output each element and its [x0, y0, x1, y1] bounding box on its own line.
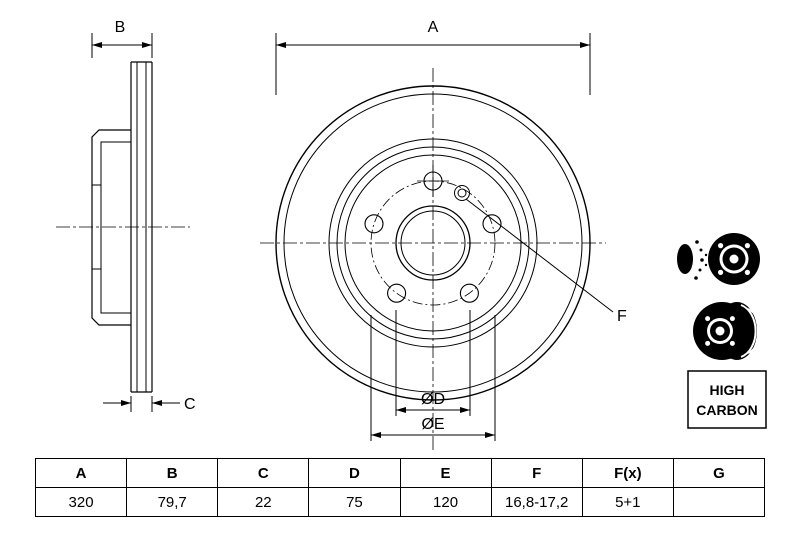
- dim-a-label: A: [428, 19, 439, 36]
- dim-b-label: B: [115, 19, 126, 36]
- dimension-d: ØD: [395, 310, 471, 416]
- col-header-c: C: [217, 458, 310, 488]
- disc-outer-chamfer-circle: [283, 93, 583, 393]
- col-header-d: D: [308, 458, 401, 488]
- col-header-fx: F(x): [581, 458, 674, 488]
- spray-dot: [694, 276, 698, 280]
- dim-d-arrow-right: [460, 407, 470, 413]
- coated-disc-spray-icon: [677, 233, 760, 285]
- table-header-row: A B C D E F F(x) G: [34, 458, 766, 488]
- technical-drawing: A B: [56, 19, 767, 450]
- dim-d-arrow-left: [396, 407, 406, 413]
- value-b: 79,7: [126, 487, 219, 517]
- brake-disc-icon: [693, 302, 764, 360]
- col-header-g: G: [672, 458, 766, 488]
- spray-dot: [695, 240, 699, 244]
- dim-c-arrow-right: [152, 400, 162, 406]
- dim-c-label: C: [184, 396, 196, 413]
- disc-rim: [717, 302, 757, 360]
- bolt-hole: [364, 214, 384, 234]
- hat-inner-outline: [100, 141, 131, 314]
- bolt-hole: [482, 214, 502, 234]
- value-a: 320: [34, 487, 128, 517]
- spray-dot: [700, 258, 704, 262]
- bolt-dot: [729, 340, 735, 346]
- bolt-dot: [729, 316, 735, 322]
- value-fx: 5+1: [581, 487, 674, 517]
- hub-outer-circle: [344, 154, 522, 332]
- dia-e-label: ØE: [421, 416, 444, 433]
- f-callout: F: [465, 198, 627, 325]
- dim-b-arrow-left: [92, 42, 102, 48]
- col-header-a: A: [34, 458, 128, 488]
- center-hole: [715, 326, 725, 336]
- dimension-table: A B C D E F F(x) G 320 79,7 22 75 120 16…: [34, 458, 766, 517]
- value-d: 75: [308, 487, 401, 517]
- bolt-hole: [387, 283, 407, 303]
- hat-outline: [91, 129, 131, 326]
- dimension-e: ØE: [370, 315, 496, 441]
- dim-c-arrow-left: [121, 400, 131, 406]
- dim-a-arrow-right: [580, 42, 590, 48]
- disc-bolt-dot: [718, 243, 724, 249]
- badge-line2: CARBON: [696, 402, 757, 418]
- f-label: F: [617, 308, 627, 325]
- spray-dot: [704, 263, 708, 267]
- value-e: 120: [399, 487, 492, 517]
- col-header-e: E: [399, 458, 492, 488]
- bolt-holes: [364, 165, 502, 303]
- dim-e-arrow-left: [371, 432, 381, 438]
- col-header-f: F: [490, 458, 583, 488]
- locating-pin-hole: [454, 185, 470, 201]
- vent-groove: [747, 308, 761, 354]
- disc-bolt-dot: [744, 243, 750, 249]
- bolt-dot: [705, 316, 711, 322]
- front-view: [260, 68, 606, 450]
- spray-dot: [699, 248, 703, 252]
- dim-b-arrow-right: [142, 42, 152, 48]
- dimension-a: A: [275, 19, 591, 95]
- f-leader-line: [465, 198, 614, 313]
- friction-inner-circle: [328, 138, 538, 348]
- spray-dot: [698, 268, 702, 272]
- section-view: [56, 61, 190, 393]
- value-g: [672, 487, 766, 517]
- dim-a-arrow-left: [276, 42, 286, 48]
- pin-hole-outer: [454, 185, 470, 201]
- dimension-b: B: [91, 19, 153, 58]
- spray-dot: [704, 253, 708, 257]
- disc-bolt-dot: [744, 269, 750, 275]
- center-hole-circle: [395, 205, 471, 281]
- dim-e-arrow-right: [485, 432, 495, 438]
- disc-bolt-dot: [718, 269, 724, 275]
- dimension-c: C: [103, 396, 196, 413]
- high-carbon-badge: HIGH CARBON: [687, 370, 767, 429]
- bolt-hole: [459, 283, 479, 303]
- vent-groove: [740, 304, 757, 358]
- badge-line1: HIGH: [710, 382, 745, 398]
- badge-frame: [687, 370, 767, 429]
- spray-blob: [677, 244, 693, 274]
- disc-outer-circle: [275, 85, 591, 401]
- col-header-b: B: [126, 458, 219, 488]
- center-hole-chamfer-circle: [400, 210, 466, 276]
- hub-step-circle: [336, 146, 530, 340]
- vent-groove: [753, 313, 764, 349]
- table-value-row: 320 79,7 22 75 120 16,8-17,2 5+1: [34, 487, 766, 517]
- value-c: 22: [217, 487, 310, 517]
- bolt-dot: [705, 340, 711, 346]
- value-f: 16,8-17,2: [490, 487, 583, 517]
- pin-hole-inner: [457, 188, 467, 198]
- disc-center-hole: [729, 254, 739, 264]
- dia-d-label: ØD: [421, 391, 445, 408]
